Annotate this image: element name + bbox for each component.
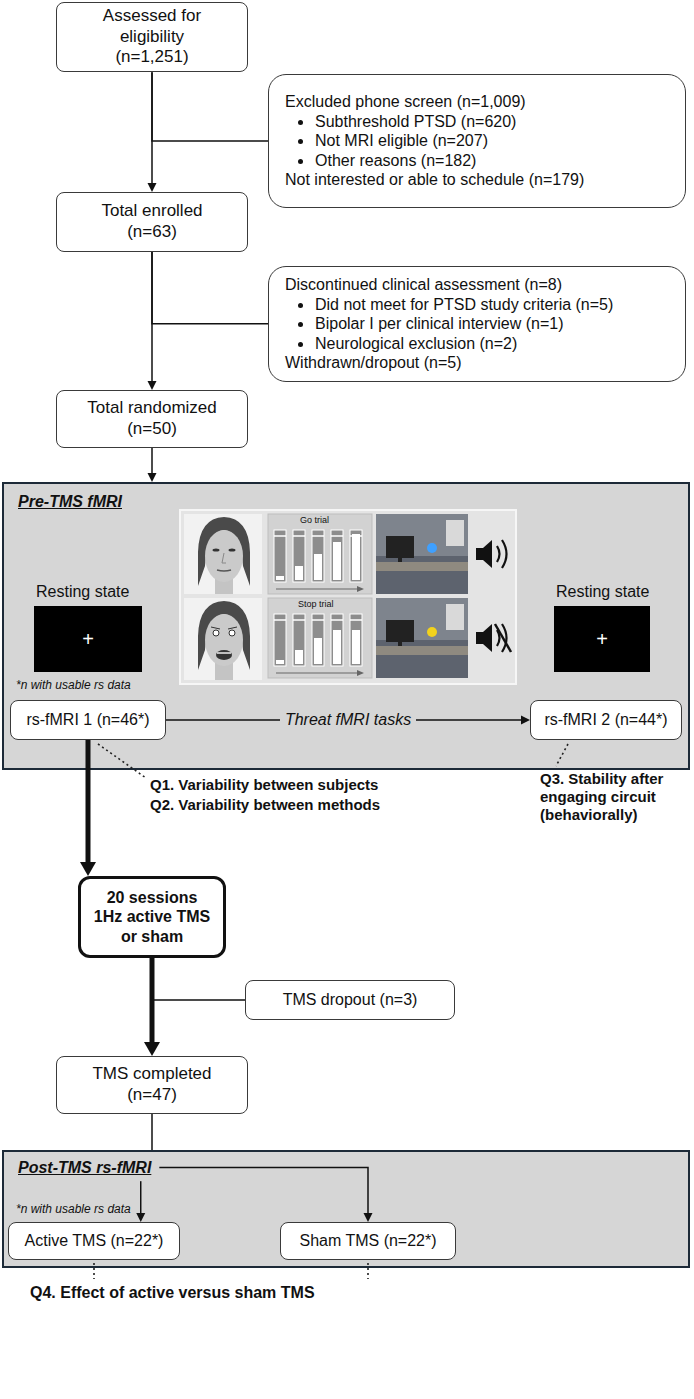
box-text: (n=50): [127, 419, 177, 440]
box-text: (n=47): [127, 1085, 177, 1106]
fixation-cross: +: [596, 627, 608, 651]
bullet-row: Not MRI eligible (n=207): [285, 131, 669, 151]
box-text: TMS completed: [92, 1064, 211, 1085]
bullet-dot: [298, 120, 303, 125]
connector: [148, 448, 157, 482]
footnote: *n with usable rs data: [16, 678, 131, 692]
box-text: or sham: [121, 927, 183, 947]
bullet-row: Other reasons (n=182): [285, 151, 669, 171]
question-label: Q3. Stability after engaging circuit (be…: [540, 770, 690, 824]
box-text: (n=1,251): [115, 47, 188, 68]
bullet-row: Neurological exclusion (n=2): [285, 334, 669, 354]
connector-line: [152, 958, 245, 1000]
dropout-box: TMS dropout (n=3): [245, 980, 455, 1020]
bullet-row: Bipolar I per clinical interview (n=1): [285, 314, 669, 334]
connector-line: [151, 448, 153, 475]
arrowhead: [148, 473, 157, 482]
box-text: TMS dropout (n=3): [283, 990, 418, 1010]
treatment-box: 20 sessions1Hz active TMSor sham: [78, 876, 226, 958]
box-text: rs-fMRI 2 (n=44*): [544, 710, 667, 730]
bullet-text: Subthreshold PTSD (n=620): [315, 112, 669, 132]
exclusion-box: Excluded phone screen (n=1,009)Subthresh…: [268, 74, 686, 208]
panel-heading: Post-TMS rs-fMRI: [18, 1158, 151, 1177]
panel-caption: Stop trial: [298, 599, 334, 610]
process-box: Assessed for eligibility(n=1,251): [56, 2, 248, 72]
scan-box: rs-fMRI 1 (n=46*): [10, 700, 166, 740]
footnote: *n with usable rs data: [16, 1202, 131, 1216]
bullet-row: Did not meet for PTSD study criteria (n=…: [285, 295, 669, 315]
connector: [152, 958, 245, 1000]
panel-heading: Pre-TMS fMRI: [18, 492, 122, 511]
question-label: Q1. Variability between subjects: [150, 776, 378, 794]
scan-box: rs-fMRI 2 (n=44*): [530, 700, 682, 740]
fixation-cross: +: [82, 627, 94, 651]
connector-line: [140, 1181, 142, 1215]
bullet-row: Subthreshold PTSD (n=620): [285, 112, 669, 132]
connector-line: [151, 1114, 153, 1150]
box-text: Excluded phone screen (n=1,009): [285, 92, 669, 112]
box-text: Assessed for eligibility: [77, 6, 227, 47]
box-text: 20 sessions: [107, 888, 198, 908]
bullet-text: Not MRI eligible (n=207): [315, 131, 669, 151]
question-label: Q4. Effect of active versus sham TMS: [30, 1283, 315, 1302]
connector: [152, 1114, 153, 1150]
box-text: Active TMS (n=22*): [25, 1231, 164, 1251]
bullet-dot: [298, 342, 303, 347]
edge-label: Threat fMRI tasks: [280, 710, 416, 729]
panel-caption: Go trial: [300, 515, 329, 526]
box-text: 1Hz active TMS: [94, 907, 210, 927]
bullet-text: Did not meet for PTSD study criteria (n=…: [315, 295, 669, 315]
connector-line: [152, 72, 268, 141]
bullet-text: Neurological exclusion (n=2): [315, 334, 669, 354]
arrowhead: [144, 1042, 160, 1056]
process-box: Total enrolled(n=63): [56, 192, 248, 252]
bullet-dot: [298, 322, 303, 327]
box-text: Withdrawn/dropout (n=5): [285, 353, 669, 373]
connector-line: [86, 740, 91, 865]
bullet-text: Bipolar I per clinical interview (n=1): [315, 314, 669, 334]
question-label: Q2. Variability between methods: [150, 796, 380, 814]
bullet-dot: [298, 303, 303, 308]
exclusion-box: Discontinued clinical assessment (n=8)Di…: [268, 266, 686, 382]
group-box: Active TMS (n=22*): [8, 1222, 180, 1260]
group-box: Sham TMS (n=22*): [280, 1222, 456, 1260]
box-text: Not interested or able to schedule (n=17…: [285, 170, 669, 190]
connector-line: [152, 252, 268, 324]
box-text: Total randomized: [87, 398, 216, 419]
box-text: Sham TMS (n=22*): [299, 1231, 436, 1251]
box-text: rs-fMRI 1 (n=46*): [26, 710, 149, 730]
box-text: (n=63): [127, 222, 177, 243]
arrowhead: [80, 862, 96, 876]
box-text: Discontinued clinical assessment (n=8): [285, 275, 669, 295]
connector: [152, 72, 268, 141]
bullet-text: Other reasons (n=182): [315, 151, 669, 171]
screen-label: Resting state: [556, 582, 649, 601]
bullet-dot: [298, 139, 303, 144]
bullet-dot: [298, 159, 303, 164]
box-text: Total enrolled: [101, 201, 202, 222]
screen-label: Resting state: [36, 582, 129, 601]
arrowhead: [148, 183, 157, 192]
connector: [152, 252, 268, 324]
process-box: Total randomized(n=50): [56, 390, 248, 448]
process-box: TMS completed(n=47): [56, 1056, 248, 1114]
arrowhead: [148, 381, 157, 390]
